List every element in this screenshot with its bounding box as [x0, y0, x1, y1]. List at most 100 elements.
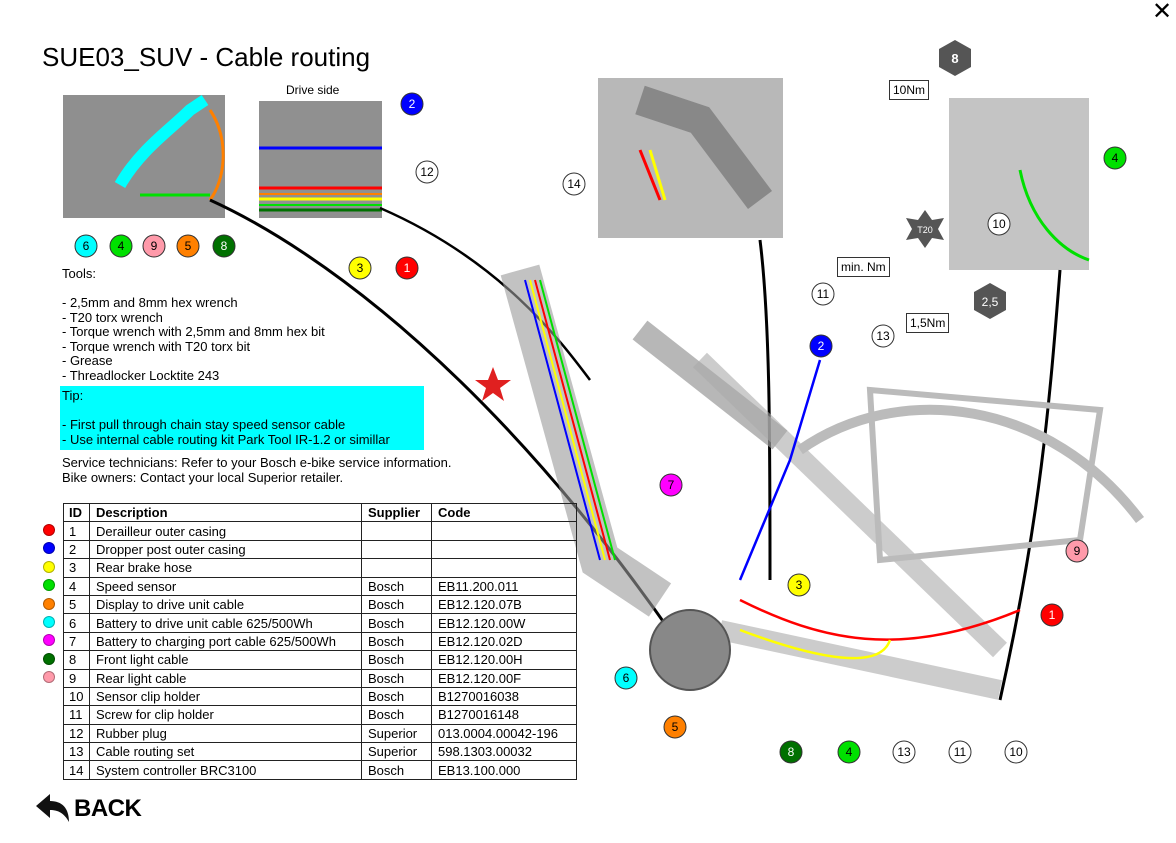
- cell-supplier: Bosch: [361, 650, 432, 670]
- callout-2: 2: [400, 92, 424, 116]
- callout-number: 1: [1049, 608, 1056, 622]
- cell-supplier: Bosch: [361, 686, 432, 707]
- callout-1: 1: [395, 256, 419, 280]
- callout-number: 5: [185, 239, 192, 253]
- torx-size-label: T20: [917, 225, 933, 235]
- cell-id: 1: [63, 521, 90, 541]
- callout-3: 3: [348, 256, 372, 280]
- color-key-dot: [43, 652, 55, 665]
- callout-number: 3: [357, 261, 364, 275]
- cell-supplier: Bosch: [361, 760, 432, 780]
- torque-label: min. Nm: [837, 257, 890, 277]
- cell-desc: Front light cable: [89, 650, 362, 670]
- cell-desc: System controller BRC3100: [89, 760, 362, 780]
- callout-3: 3: [787, 573, 811, 597]
- col-supplier: Supplier: [361, 502, 432, 523]
- cell-code: EB12.120.00W: [431, 613, 577, 633]
- callout-9: 9: [1065, 539, 1089, 563]
- callout-number: 6: [83, 239, 90, 253]
- cell-supplier: Superior: [361, 723, 432, 744]
- cell-id: 8: [63, 650, 90, 670]
- cell-id: 10: [63, 686, 90, 707]
- tip-box: Tip: - First pull through chain stay spe…: [60, 386, 424, 450]
- cell-id: 7: [63, 631, 90, 652]
- close-icon[interactable]: ✕: [1152, 0, 1173, 25]
- cell-supplier: Bosch: [361, 631, 432, 652]
- cell-code: EB13.100.000: [431, 760, 577, 780]
- cell-code: EB12.120.02D: [431, 631, 577, 652]
- cell-supplier: Bosch: [361, 576, 432, 596]
- color-key-dot: [43, 616, 55, 628]
- callout-11: 11: [811, 282, 835, 306]
- callout-13: 13: [871, 324, 895, 348]
- col-code: Code: [431, 502, 577, 523]
- cell-code: EB12.120.07B: [431, 594, 577, 615]
- callout-5: 5: [663, 715, 687, 739]
- cell-code: 598.1303.00032: [431, 742, 577, 762]
- page-title: SUE03_SUV - Cable routing: [42, 42, 371, 72]
- tools-list: Tools: - 2,5mm and 8mm hex wrench - T20 …: [62, 266, 325, 383]
- bike-frame: [500, 264, 1144, 700]
- cell-desc: Battery to drive unit cable 625/500Wh: [89, 613, 362, 633]
- callout-number: 14: [567, 177, 581, 191]
- cell-desc: Rubber plug: [89, 723, 362, 744]
- torx-t20-icon: [906, 210, 944, 248]
- cell-id: 11: [63, 705, 90, 725]
- back-button[interactable]: BACK: [36, 794, 142, 824]
- callout-8: 8: [212, 234, 236, 258]
- cell-id: 5: [63, 594, 90, 615]
- cell-supplier: Bosch: [361, 705, 432, 725]
- callout-number: 2: [409, 97, 416, 111]
- callout-number: 1: [404, 261, 411, 275]
- cell-desc: Dropper post outer casing: [89, 539, 362, 560]
- callout-number: 10: [992, 217, 1006, 231]
- drive-side-label: Drive side: [286, 83, 340, 97]
- cell-code: [431, 521, 577, 541]
- cell-supplier: [361, 521, 432, 541]
- hex-8mm-icon: [939, 40, 971, 76]
- callout-number: 9: [1074, 544, 1081, 558]
- cell-code: B1270016148: [431, 705, 577, 725]
- callout-6: 6: [614, 666, 638, 690]
- cell-desc: Battery to charging port cable 625/500Wh: [89, 631, 362, 652]
- callout-number: 4: [118, 239, 125, 253]
- callout-number: 11: [954, 745, 967, 759]
- callout-5: 5: [176, 234, 200, 258]
- callout-11: 11: [948, 740, 972, 764]
- cell-id: 6: [63, 613, 90, 633]
- cell-supplier: [361, 539, 432, 560]
- cell-supplier: Bosch: [361, 668, 432, 688]
- cell-desc: Rear brake hose: [89, 558, 362, 578]
- back-label: BACK: [74, 795, 142, 822]
- cell-id: 12: [63, 723, 90, 744]
- color-key-dot: [43, 542, 55, 555]
- callout-number: 10: [1009, 745, 1023, 759]
- cell-code: [431, 539, 577, 560]
- color-key-dot: [43, 524, 55, 536]
- callout-10: 10: [1004, 740, 1028, 764]
- callout-number: 4: [1112, 151, 1119, 165]
- callout-number: 13: [876, 329, 890, 343]
- callout-7: 7: [659, 473, 683, 497]
- cell-supplier: Superior: [361, 742, 432, 762]
- callout-number: 7: [668, 478, 675, 492]
- callout-4: 4: [837, 740, 861, 764]
- callout-number: 8: [221, 239, 228, 253]
- color-key-dot: [43, 597, 55, 610]
- callout-number: 6: [623, 671, 630, 685]
- cell-supplier: Bosch: [361, 613, 432, 633]
- cell-id: 2: [63, 539, 90, 560]
